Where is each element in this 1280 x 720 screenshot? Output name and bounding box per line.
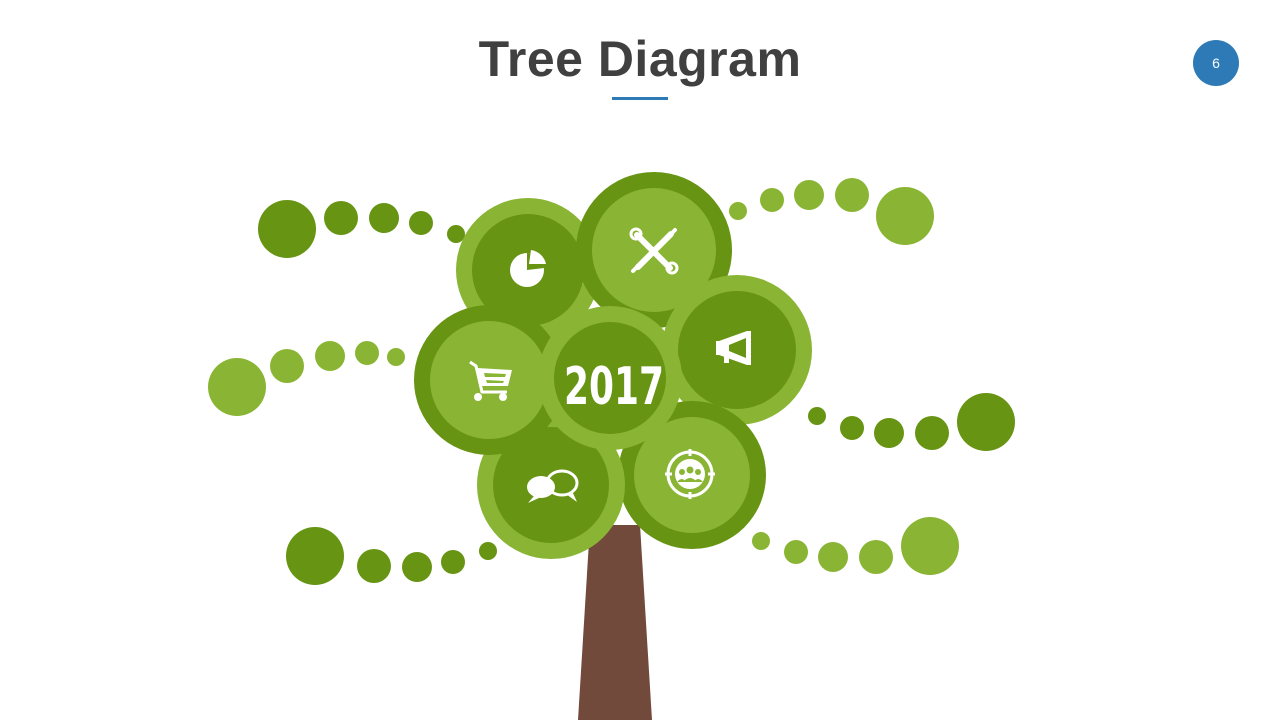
dot-branch-bottom-right <box>752 517 959 575</box>
center-year-label: 2017 <box>564 357 664 417</box>
chat-bubbles-icon <box>527 469 579 503</box>
dot-branch-mid-right <box>808 393 1015 451</box>
target-team-icon <box>665 449 715 499</box>
slide-title: Tree Diagram <box>478 31 802 87</box>
tools-icon <box>629 227 679 275</box>
shopping-cart-icon <box>469 360 512 401</box>
center-node <box>554 322 666 434</box>
title-underline <box>612 97 668 100</box>
dot-branch-top-right <box>729 178 934 245</box>
dot-branch-mid-left <box>208 341 405 416</box>
page-number-badge: 6 <box>1193 40 1239 86</box>
megaphone-icon <box>716 331 751 365</box>
pie-chart-icon <box>510 250 546 287</box>
tree-trunk <box>578 525 652 720</box>
dot-branch-top-left <box>258 200 465 258</box>
dot-branch-bottom-left <box>286 527 497 585</box>
